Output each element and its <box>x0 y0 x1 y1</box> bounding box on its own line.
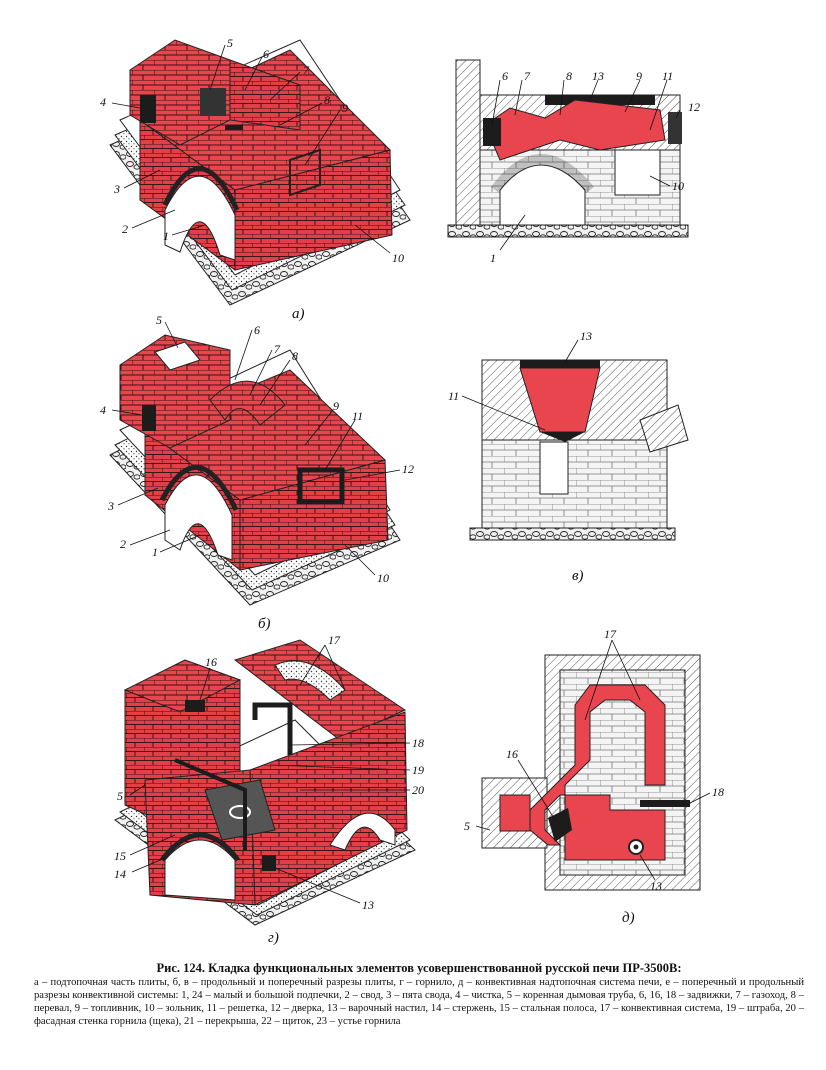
panel-b-num-8: 8 <box>292 349 298 363</box>
panel-g-num-15: 15 <box>114 849 126 863</box>
panel-b-num-7: 7 <box>274 342 281 356</box>
panel-g-num-13: 13 <box>362 898 374 912</box>
panel-b-num-2: 2 <box>120 537 126 551</box>
section-a-num-1: 1 <box>490 251 496 265</box>
panel-a-num-7: 7 <box>303 63 310 77</box>
panel-d-num-13: 13 <box>650 879 662 893</box>
panel-g-num-20: 20 <box>412 783 424 797</box>
panel-a-num-6: 6 <box>263 47 269 61</box>
section-a-num-6: 6 <box>502 69 508 83</box>
panel-a-isometric: 5 6 7 8 9 4 3 2 1 10 а) <box>100 36 411 322</box>
panel-b-num-5: 5 <box>156 313 162 327</box>
panel-g-num-14: 14 <box>114 867 126 881</box>
figure-drawings: 5 6 7 8 9 4 3 2 1 10 а) <box>100 36 724 946</box>
panel-a-num-1: 1 <box>163 229 169 243</box>
section-a-num-7: 7 <box>524 69 531 83</box>
section-a-num-12: 12 <box>688 100 700 114</box>
panel-a-letter: а) <box>292 306 305 322</box>
panel-a-num-4: 4 <box>100 95 106 109</box>
caption-body: а – подтопочная часть плиты, б, в – прод… <box>34 977 804 1027</box>
section-a-num-10: 10 <box>672 179 684 193</box>
panel-b-num-9: 9 <box>333 399 339 413</box>
panel-b-num-11: 11 <box>352 409 363 423</box>
panel-g-num-17: 17 <box>328 633 341 647</box>
panel-b-isometric: 5 6 7 8 9 11 4 3 2 1 12 10 б) <box>100 313 414 632</box>
panel-b-num-12: 12 <box>402 462 414 476</box>
section-a-num-9: 9 <box>636 69 642 83</box>
panel-a-num-8: 8 <box>324 93 330 107</box>
panel-g-num-18: 18 <box>412 736 424 750</box>
panel-a-num-2: 2 <box>122 222 128 236</box>
panel-b-num-6: 6 <box>254 323 260 337</box>
panel-v-letter: в) <box>572 568 584 584</box>
panel-d-num-5: 5 <box>464 819 470 833</box>
panel-g-letter: г) <box>268 930 279 946</box>
panel-b-num-10: 10 <box>377 571 389 585</box>
panel-b-num-3: 3 <box>107 499 114 513</box>
caption-title: Рис. 124. Кладка функциональных элементо… <box>156 961 682 975</box>
panel-a-section: 6 7 8 13 9 11 12 10 1 <box>447 59 700 265</box>
panel-b-num-1: 1 <box>152 545 158 559</box>
panel-d-num-17: 17 <box>604 627 617 641</box>
panel-b-letter: б) <box>258 616 271 632</box>
panel-g-isometric: 16 17 18 19 20 5 15 14 13 г) <box>114 633 424 946</box>
panel-d-num-16: 16 <box>506 747 518 761</box>
panel-a-num-9: 9 <box>342 101 348 115</box>
panel-g-num-16: 16 <box>205 655 217 669</box>
panel-a-num-5: 5 <box>227 36 233 50</box>
panel-d-plan: 17 16 18 5 13 д) <box>464 627 724 926</box>
section-a-num-11: 11 <box>662 69 673 83</box>
panel-a-num-10: 10 <box>392 251 404 265</box>
panel-a-num-3: 3 <box>113 182 120 196</box>
panel-d-letter: д) <box>622 910 635 926</box>
section-a-num-13: 13 <box>592 69 604 83</box>
figure-caption: Рис. 124. Кладка функциональных элементо… <box>34 962 804 1028</box>
section-a-num-8: 8 <box>566 69 572 83</box>
panel-v-section: 13 11 в) <box>448 329 689 584</box>
panel-g-num-19: 19 <box>412 763 424 777</box>
panel-v-num-11: 11 <box>448 389 459 403</box>
panel-b-num-4: 4 <box>100 403 106 417</box>
panel-d-num-18: 18 <box>712 785 724 799</box>
panel-v-num-13: 13 <box>580 329 592 343</box>
panel-g-num-5: 5 <box>117 789 123 803</box>
